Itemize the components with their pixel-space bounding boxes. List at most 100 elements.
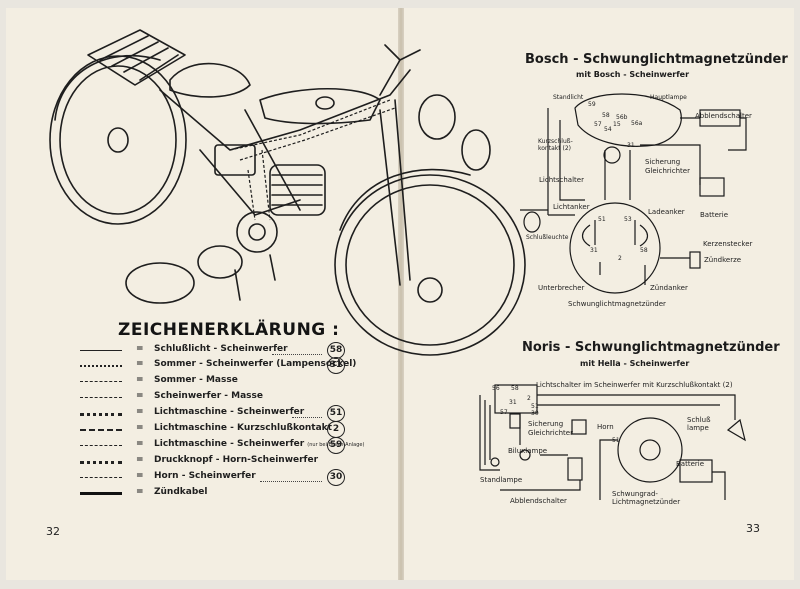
noris-terminal-51: 51 xyxy=(531,403,539,410)
label-kerzenstecker: Kerzenstecker xyxy=(703,240,753,248)
terminal-number: 31 xyxy=(327,357,345,374)
equals-sign: = xyxy=(136,375,144,385)
line-sample xyxy=(80,350,122,351)
label-noris-horn: Horn xyxy=(597,423,614,431)
legend-row: = Horn - Scheinwerfer 30 xyxy=(80,469,350,486)
line-sample xyxy=(80,381,122,382)
terminal-number: 30 xyxy=(327,469,345,486)
label-standlicht: Standlicht xyxy=(553,94,584,101)
label-ladeanker: Ladeanker xyxy=(648,208,685,216)
noris-terminal-51b: 51 xyxy=(612,437,620,444)
bosch-taillight xyxy=(523,211,541,233)
label-noris-schlusslampe-1: Schluß xyxy=(687,416,711,424)
noris-fuse xyxy=(509,413,521,429)
label-kurzschluss: Kurzschluß- xyxy=(538,138,573,145)
equals-sign: = xyxy=(136,455,144,465)
label-noris-abblendschalter: Abblendschalter xyxy=(510,497,567,505)
bosch-headlight xyxy=(574,93,682,147)
terminal-54: 54 xyxy=(604,126,612,133)
label-lichtanker: Lichtanker xyxy=(553,203,590,211)
legend-heading: ZEICHENERKLÄRUNG : xyxy=(118,320,340,340)
front-wheel xyxy=(334,174,526,356)
equals-sign: = xyxy=(136,423,144,433)
legend-label-main: Lichtmaschine - Scheinwerfer xyxy=(154,439,305,449)
line-sample xyxy=(80,413,122,416)
legend-label: Horn - Scheinwerfer xyxy=(154,471,256,481)
bosch-title: Bosch - Schwunglichtmagnetzünder xyxy=(525,52,788,67)
legend-row: = Scheinwerfer - Masse xyxy=(80,391,350,405)
label-hauptlampe: Hauptlampe xyxy=(650,94,687,101)
terminal-number: 59 xyxy=(327,437,345,454)
terminal-58: 58 xyxy=(602,112,610,119)
label-schlussleuchte: Schlußleuchte xyxy=(526,234,569,241)
leader-dots xyxy=(260,481,322,482)
equals-sign: = xyxy=(136,344,144,354)
terminal-59: 59 xyxy=(588,101,596,108)
equals-sign: = xyxy=(136,407,144,417)
legend-label: Lichtmaschine - Kurzschlußkontakt xyxy=(154,423,332,433)
noris-taillamp xyxy=(726,418,746,442)
equals-sign: = xyxy=(136,391,144,401)
legend-label: Lichtmaschine - Scheinwerfer xyxy=(154,407,305,417)
label-noris-sicherung: Sicherung xyxy=(528,420,564,428)
label-kontakt: kontakt (2) xyxy=(538,145,571,152)
line-sample xyxy=(80,397,122,398)
line-sample xyxy=(80,365,122,367)
label-noris-standlampe: Standlampe xyxy=(480,476,523,484)
noris-terminal-30: 30 xyxy=(531,410,539,417)
noris-bilux-lamp xyxy=(519,449,531,461)
label-abblendschalter: Abblendschalter xyxy=(695,112,752,120)
fuel-tank xyxy=(259,87,381,125)
label-noris-biluxlampe: Biluxlampe xyxy=(508,447,548,455)
legend-row: = Sommer - Scheinwerfer (Lampensockel) 3… xyxy=(80,357,356,374)
noris-title: Noris - Schwunglichtmagnetzünder xyxy=(522,340,780,355)
legend-row: = Sommer - Masse xyxy=(80,375,350,389)
noris-terminal-58: 58 xyxy=(511,385,519,392)
noris-dimmer-switch xyxy=(567,457,583,481)
legend-label: Schlußlicht - Scheinwerfer xyxy=(154,344,288,354)
noris-terminal-2: 2 xyxy=(527,395,531,402)
terminal-51: 51 xyxy=(598,216,606,223)
legend-label: Zündkabel xyxy=(154,487,208,497)
label-noris-schwungrad-1: Schwungrad- xyxy=(612,490,658,498)
label-zuendanker: Zündanker xyxy=(650,284,688,292)
headlight xyxy=(418,94,456,140)
magneto xyxy=(236,211,278,253)
noris-terminal-31: 31 xyxy=(509,399,517,406)
label-noris-batterie: Batterie xyxy=(676,460,705,468)
label-unterbrecher: Unterbrecher xyxy=(538,284,585,292)
engine-cylinder xyxy=(269,164,326,216)
legend-label: Sommer - Masse xyxy=(154,375,238,385)
noris-magneto xyxy=(617,417,683,483)
label-lichtschalter: Lichtschalter xyxy=(539,176,584,184)
line-sample xyxy=(80,429,122,431)
page-gutter xyxy=(398,8,404,580)
label-zuendkerze: Zündkerze xyxy=(704,256,742,264)
bosch-magneto-circle xyxy=(569,202,661,294)
legend-label: Sommer - Scheinwerfer (Lampensockel) xyxy=(154,359,357,369)
leader-dots xyxy=(292,417,322,418)
label-noris-lichtschalter: Lichtschalter im Scheinwerfer mit Kurzsc… xyxy=(536,381,733,389)
legend-label: Scheinwerfer - Masse xyxy=(154,391,263,401)
saddle xyxy=(169,62,251,98)
page-number-left: 32 xyxy=(46,525,60,538)
noris-terminal-57: 57 xyxy=(500,409,508,416)
line-sample xyxy=(80,445,122,446)
equals-sign: = xyxy=(136,359,144,369)
noris-subtitle: mit Hella - Scheinwerfer xyxy=(580,359,690,368)
terminal-53: 53 xyxy=(624,216,632,223)
label-magnetzuender: Schwunglichtmagnetzünder xyxy=(568,300,666,308)
label-gleichrichter: Gleichrichter xyxy=(645,167,690,175)
label-batterie: Batterie xyxy=(700,211,729,219)
noris-stand-lamp xyxy=(490,457,500,467)
label-noris-schlusslampe-2: lampe xyxy=(687,424,709,432)
terminal-58b: 58 xyxy=(640,247,648,254)
noris-switch-box xyxy=(494,384,538,414)
noris-horn xyxy=(571,419,587,435)
luggage-rack xyxy=(87,29,186,86)
bosch-subtitle: mit Bosch - Scheinwerfer xyxy=(576,70,690,79)
terminal-2: 2 xyxy=(618,255,622,262)
